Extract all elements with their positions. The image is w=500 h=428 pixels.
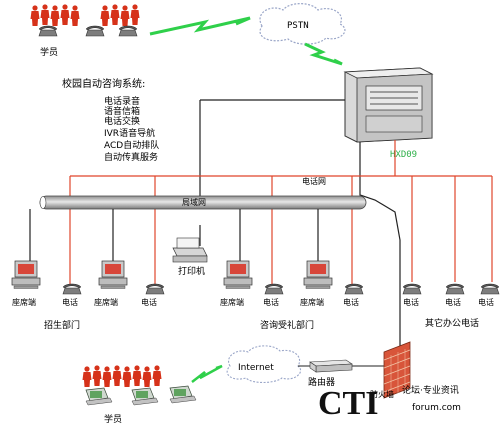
computer-icon	[169, 385, 197, 404]
admissions-dept-label: 招生部门	[44, 319, 80, 331]
firewall-label: 防火墙	[370, 389, 394, 399]
terminal-label: 座席端	[94, 297, 118, 307]
student-icon	[152, 365, 162, 386]
phone-label: 电话	[478, 297, 494, 307]
student-icon	[40, 4, 50, 25]
bottom-students-group	[82, 365, 197, 406]
student-icon	[120, 5, 130, 26]
student-icon	[102, 366, 112, 387]
feature-item: ACD自动排队	[104, 139, 159, 151]
terminal-label: 座席端	[300, 297, 324, 307]
feature-item: 自动传真服务	[104, 151, 158, 163]
telephone-icon	[480, 283, 500, 295]
feature-item: 电话录音	[104, 95, 140, 107]
watermark: CTI 论坛·专业资讯 forum.com	[318, 384, 461, 422]
feature-item: 电话交换	[104, 115, 140, 127]
student-icon	[92, 365, 102, 386]
phone-label: 电话	[263, 297, 279, 307]
other-phones-label: 其它办公电话	[425, 317, 479, 329]
student-icon	[70, 5, 80, 26]
internet-label: Internet	[238, 363, 274, 373]
wireless-link-icon	[149, 16, 251, 36]
telephone-icon	[62, 283, 82, 295]
telephone-icon	[402, 283, 422, 295]
top-students-group	[30, 4, 140, 37]
trunk-link-icon	[304, 42, 343, 66]
printer-icon	[172, 237, 208, 263]
telephone-icon	[145, 283, 165, 295]
workstation-icon	[303, 260, 333, 289]
telephone-icon	[264, 283, 284, 295]
lan-drops	[29, 209, 319, 268]
student-icon	[112, 365, 122, 386]
system-title: 校园自动咨询系统:	[62, 77, 145, 90]
reception-dept-label: 咨询受礼部门	[260, 319, 314, 331]
computer-icon	[85, 387, 113, 406]
feature-item: 语音信箱	[104, 105, 140, 117]
pstn-label: PSTN	[287, 21, 309, 31]
watermark-tagline: 论坛·专业资讯	[402, 384, 459, 396]
pstn-cloud-icon	[259, 3, 346, 45]
student-icon	[142, 366, 152, 387]
server-data-link	[199, 99, 401, 372]
watermark-url: forum.com	[412, 403, 461, 413]
bottom-students-label: 学员	[104, 413, 122, 425]
firewall-icon	[383, 341, 411, 399]
student-icon	[130, 4, 140, 25]
telephone-icon	[38, 25, 58, 37]
router-icon	[309, 359, 353, 373]
telephone-icon	[445, 283, 465, 295]
student-icon	[122, 366, 132, 387]
server-label: HXD09	[390, 150, 417, 160]
student-icon	[50, 5, 60, 26]
phone-label: 电话	[403, 297, 419, 307]
student-icon	[132, 365, 142, 386]
router-label: 路由器	[308, 376, 335, 388]
server-icon	[343, 67, 434, 143]
telephone-icon	[344, 283, 364, 295]
feature-item: IVR语音导航	[104, 127, 155, 139]
internet-link-icon	[191, 364, 223, 383]
phone-label: 电话	[445, 297, 461, 307]
phone-label: 电话	[343, 297, 359, 307]
workstation-icon	[11, 260, 41, 289]
watermark-logo: CTI	[318, 385, 378, 422]
printer-label: 打印机	[178, 265, 205, 277]
student-icon	[30, 5, 40, 26]
lan-label: 局域网	[182, 197, 206, 207]
top-students-label: 学员	[40, 46, 58, 58]
student-icon	[82, 366, 92, 387]
phone-network-lines	[69, 140, 493, 285]
lan-bus-end	[39, 196, 47, 209]
terminal-label: 座席端	[220, 297, 244, 307]
telephone-icon	[85, 25, 105, 37]
terminal-label: 座席端	[12, 297, 36, 307]
phone-label: 电话	[62, 297, 78, 307]
workstation-icon	[223, 260, 253, 289]
phone-network-label: 电话网	[302, 176, 326, 186]
workstation-icon	[98, 260, 128, 289]
student-icon	[110, 4, 120, 25]
telephone-icon	[118, 25, 138, 37]
student-icon	[100, 5, 110, 26]
computer-icon	[131, 387, 159, 406]
student-icon	[60, 4, 70, 25]
phone-label: 电话	[141, 297, 157, 307]
